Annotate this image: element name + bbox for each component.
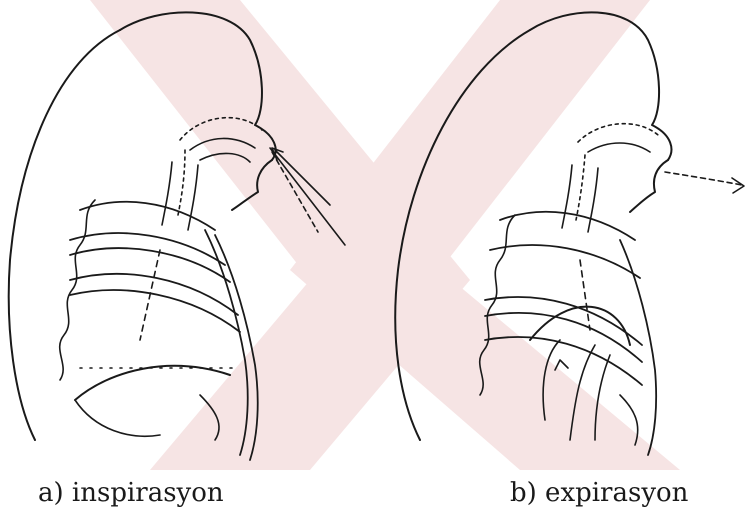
expiration-illustration [380,0,753,470]
caption-inspiration: a) inspirasyon [38,478,224,508]
inspiration-illustration [0,0,370,470]
caption-expiration: b) expirasyon [510,478,688,508]
